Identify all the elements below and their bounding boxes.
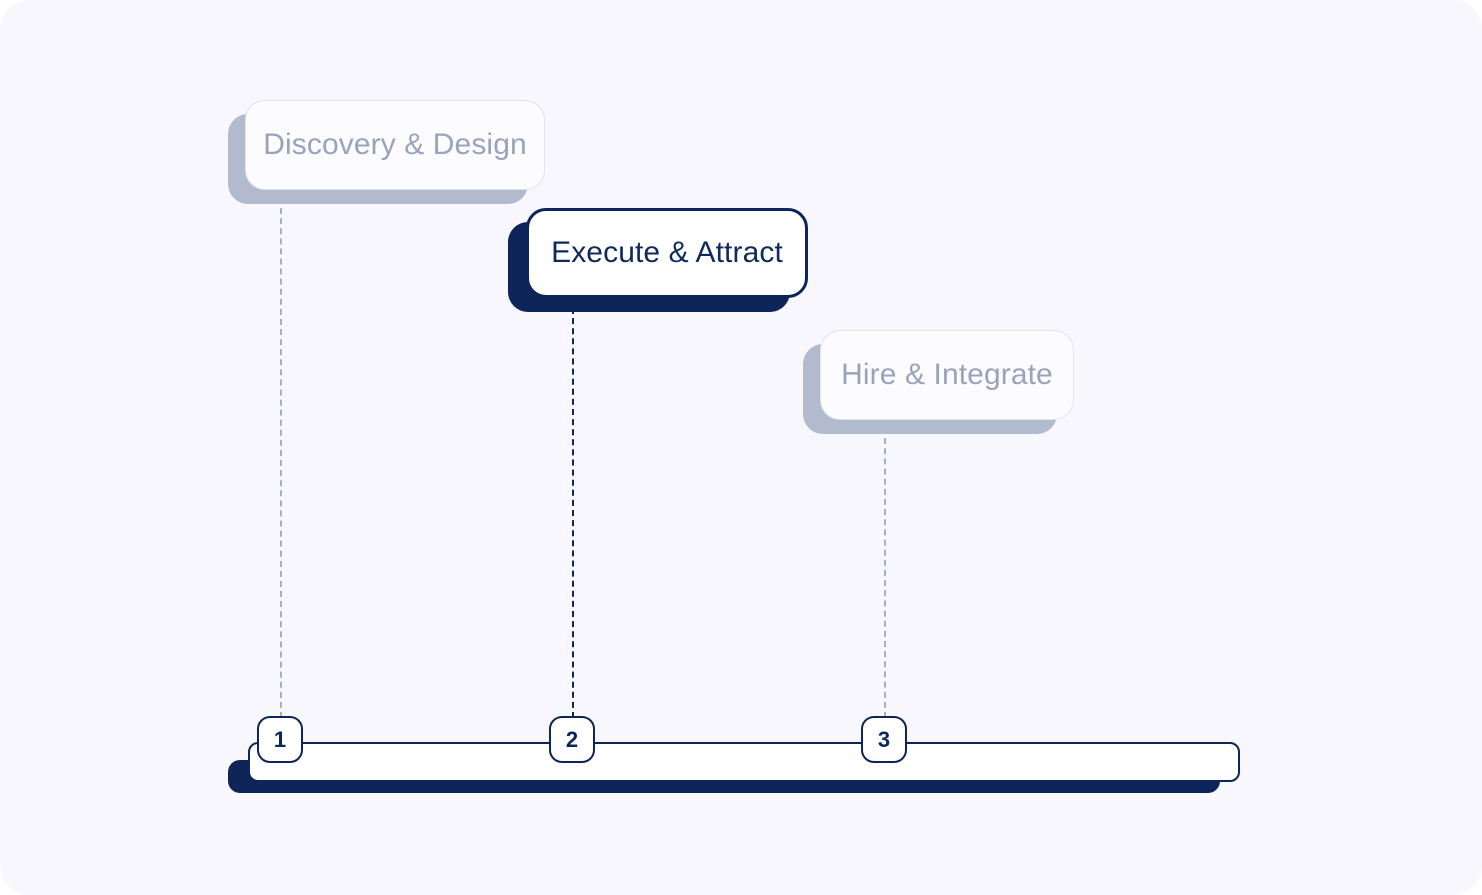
timeline-step-number: 3 <box>877 726 891 752</box>
connector-line-step-3 <box>884 428 886 718</box>
timeline-step-marker-1[interactable]: 1 <box>257 716 303 763</box>
stage-card-surface[interactable]: Discovery & Design <box>245 100 545 190</box>
stage-card-label: Execute & Attract <box>551 236 783 269</box>
timeline-step-number: 2 <box>565 726 579 752</box>
timeline-step-number: 1 <box>273 726 287 752</box>
timeline-step-marker-2[interactable]: 2 <box>549 716 595 763</box>
connector-line-step-2 <box>572 308 574 718</box>
stage-card-label: Discovery & Design <box>263 128 527 161</box>
stage-card-surface[interactable]: Execute & Attract <box>526 208 808 298</box>
connector-line-step-1 <box>280 198 282 718</box>
stage-card-hire-and-integrate[interactable]: Hire & Integrate <box>803 330 1074 434</box>
timeline-track-bar <box>248 742 1240 782</box>
timeline-step-marker-3[interactable]: 3 <box>861 716 907 763</box>
stage-card-discovery-and-design[interactable]: Discovery & Design <box>228 100 545 204</box>
stage-card-label: Hire & Integrate <box>841 358 1053 391</box>
stage-card-surface[interactable]: Hire & Integrate <box>820 330 1074 420</box>
stage-card-execute-and-attract[interactable]: Execute & Attract <box>508 208 808 312</box>
